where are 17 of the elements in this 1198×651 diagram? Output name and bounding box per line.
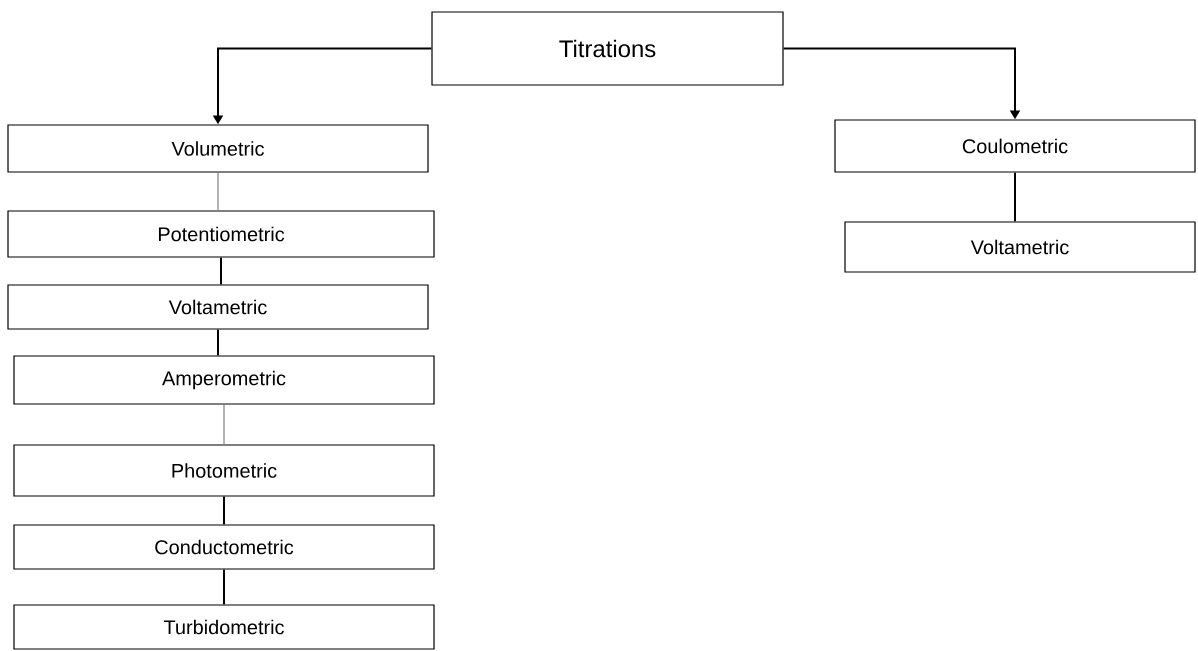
category-box: Turbidometric [13, 604, 435, 650]
category-box: Photometric [13, 444, 435, 497]
category-box: Volumetric [7, 124, 429, 173]
connector-line [223, 568, 225, 606]
connector-line [223, 495, 225, 526]
category-box: Conductometric [13, 524, 435, 570]
connector-line [217, 328, 219, 357]
category-box: Voltametric [7, 284, 429, 330]
connector-line [217, 172, 219, 211]
category-box: Voltametric [844, 221, 1196, 273]
category-box: Potentiometric [7, 210, 435, 258]
category-box: Titrations [431, 11, 784, 86]
connector-line [223, 404, 225, 445]
connector-line [1014, 171, 1016, 223]
connector-line [220, 256, 222, 286]
category-box: Coulometric [834, 119, 1196, 173]
category-box: Amperometric [13, 355, 435, 405]
